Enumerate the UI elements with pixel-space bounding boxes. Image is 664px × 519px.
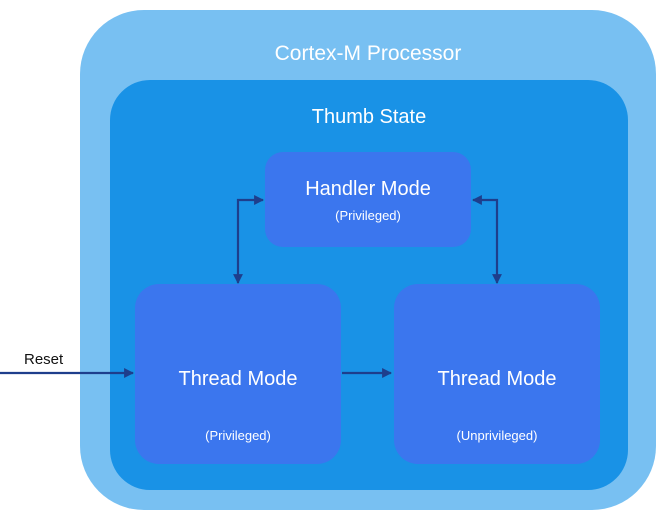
- thread-mode-unprivileged-box: Thread Mode (Unprivileged): [394, 284, 600, 464]
- handler-mode-label: Handler Mode: [305, 178, 431, 200]
- reset-label: Reset: [24, 351, 64, 368]
- thread-mode-privileged-label: Thread Mode: [178, 368, 298, 390]
- handler-mode-privilege: (Privileged): [335, 208, 401, 223]
- thread-mode-unprivileged-privilege: (Unprivileged): [456, 428, 538, 443]
- handler-mode-box: Handler Mode (Privileged): [265, 152, 471, 247]
- thumb-state-title: Thumb State: [311, 106, 427, 128]
- processor-title: Cortex-M Processor: [274, 42, 462, 65]
- thread-mode-privileged-box: Thread Mode (Privileged): [135, 284, 341, 464]
- thread-mode-unprivileged-label: Thread Mode: [437, 368, 557, 390]
- thread-mode-privileged-privilege: (Privileged): [205, 428, 271, 443]
